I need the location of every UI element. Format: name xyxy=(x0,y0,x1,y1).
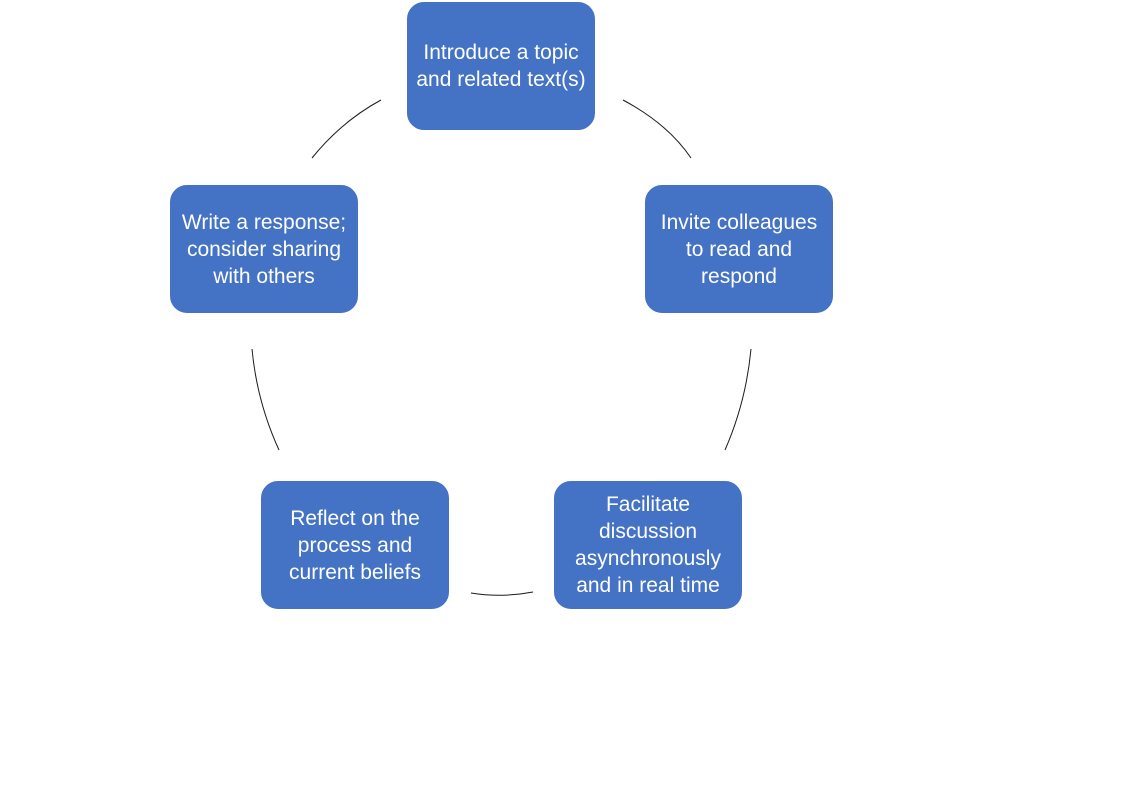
cycle-step-label: Reflect on the process and current belie… xyxy=(289,506,421,584)
cycle-step-label: Write a response; consider sharing with … xyxy=(181,210,347,288)
cycle-step-label: Facilitate discussion asynchronously and… xyxy=(575,493,721,597)
connector-arc-2-3 xyxy=(724,348,752,451)
connector-arc-4-5 xyxy=(251,348,280,451)
connector-arc-3-4 xyxy=(470,591,534,596)
connector-arc-1-2 xyxy=(622,99,692,159)
cycle-step-reflect: Reflect on the process and current belie… xyxy=(260,480,450,610)
cycle-step-label: Introduce a topic and related text(s) xyxy=(416,41,586,91)
cycle-step-label: Invite colleagues to read and respond xyxy=(660,210,818,288)
cycle-step-write-response: Write a response; consider sharing with … xyxy=(169,184,359,314)
cycle-step-introduce-topic: Introduce a topic and related text(s) xyxy=(406,1,596,131)
cycle-step-invite-colleagues: Invite colleagues to read and respond xyxy=(644,184,834,314)
cycle-step-facilitate-discussion: Facilitate discussion asynchronously and… xyxy=(553,480,743,610)
connector-arc-5-1 xyxy=(311,99,382,159)
